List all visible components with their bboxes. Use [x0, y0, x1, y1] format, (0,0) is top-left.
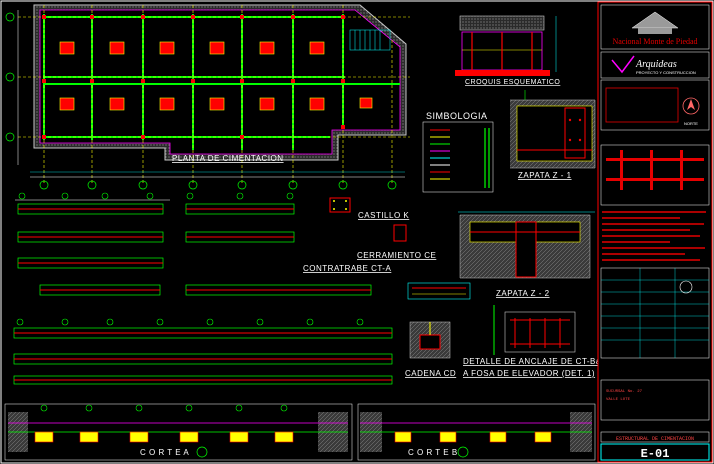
castillo-detail: CASTILLO K CERRAMIENTO CE [329, 197, 436, 260]
anchor-detail: DETALLE DE ANCLAJE DE CT-Ba A FOSA DE EL… [463, 305, 601, 378]
firm-logo-icon [611, 55, 635, 74]
legend-box: SIMBOLOGIA [422, 111, 494, 193]
cerramiento-label: CERRAMIENTO CE [357, 251, 436, 260]
zapata1-label: ZAPATA Z - 1 [518, 171, 572, 180]
sheet-type: ESTRUCTURAL DE CIMENTACION [616, 436, 694, 442]
contratrabe-elevations: CONTRATRABE CT-A [13, 192, 393, 385]
north-label: NORTE [684, 121, 698, 126]
detail-line2: A FOSA DE ELEVADOR (DET. 1) [463, 369, 595, 378]
client-name: Nacional Monte de Piedad [612, 37, 697, 46]
footing-z2-detail: ZAPATA Z - 2 [458, 211, 595, 298]
north-arrow-icon [682, 97, 700, 115]
detail-line1: DETALLE DE ANCLAJE DE CT-Ba [463, 357, 601, 366]
sheet-number: E-01 [641, 447, 670, 461]
footing-z1-detail: ZAPATA Z - 1 [510, 90, 596, 180]
branch-line2: VALLE LOTE [606, 398, 631, 402]
plan-title: PLANTA DE CIMENTACION [172, 154, 284, 163]
callout-box [407, 282, 471, 300]
contratrabe-label: CONTRATRABE CT-A [303, 264, 391, 273]
branch-line1: SUCURSAL No. 27 [606, 390, 643, 394]
section-b-label: C O R T E B [408, 448, 458, 457]
cadena-detail: CADENA CD [405, 321, 456, 378]
section-a: C O R T E A [4, 403, 353, 461]
section-a-label: C O R T E A [140, 448, 189, 457]
schematic-elevation: CROQUIS ESQUEMATICO [455, 15, 560, 86]
firm-name: Arquideas [635, 59, 677, 70]
foundation-plan: PLANTA DE CIMENTACION [5, 4, 410, 190]
section-b: C O R T E B [357, 403, 596, 461]
cadena-label: CADENA CD [405, 369, 456, 378]
title-block: Nacional Monte de Piedad Arquideas PROYE… [597, 1, 713, 463]
firm-tagline: PROYECTO Y CONSTRUCCION [636, 70, 696, 75]
zapata2-label: ZAPATA Z - 2 [496, 289, 550, 298]
elevation-title: CROQUIS ESQUEMATICO [465, 79, 560, 86]
castillo-label: CASTILLO K [358, 211, 409, 220]
legend-title: SIMBOLOGIA [426, 111, 488, 121]
